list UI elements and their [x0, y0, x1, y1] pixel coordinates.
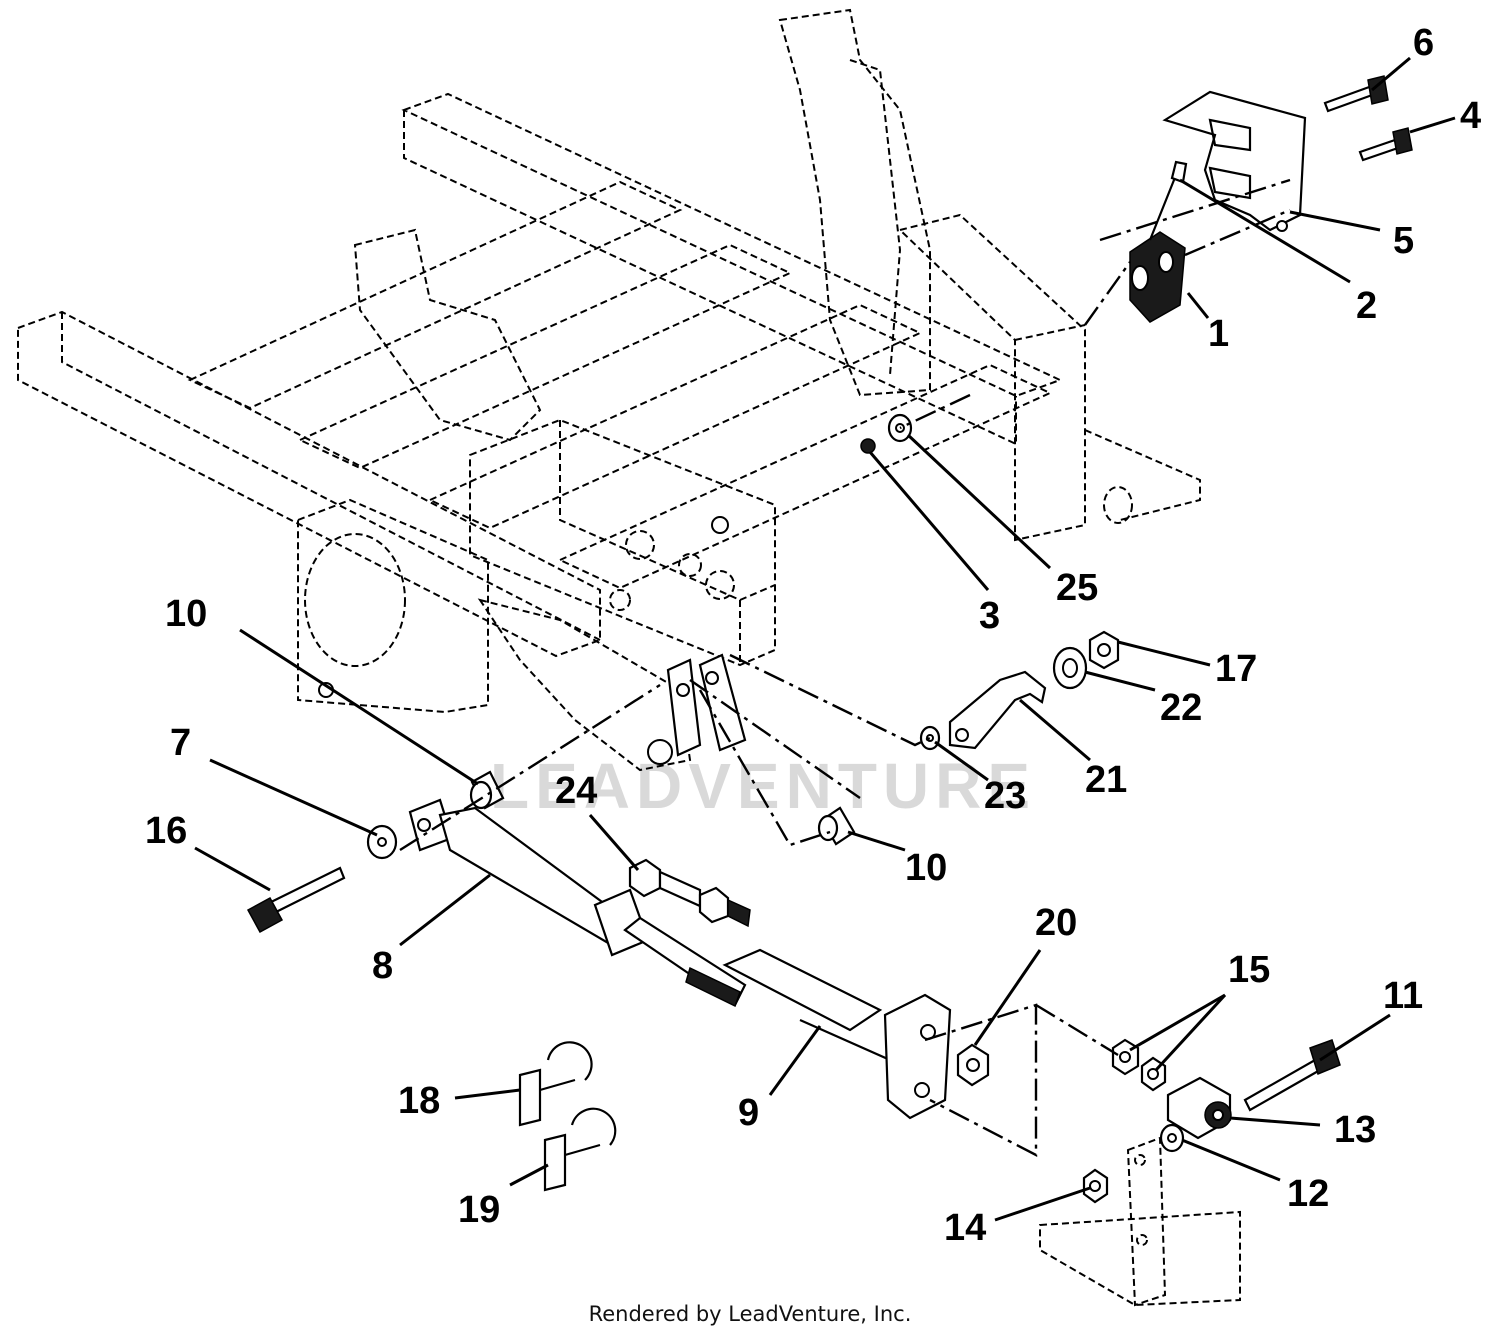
footer-credit: Rendered by LeadVenture, Inc. — [588, 1302, 912, 1326]
part-25-washer — [887, 413, 913, 443]
part-17-nut — [1088, 630, 1120, 670]
callout-12: 12 — [1287, 1173, 1329, 1215]
callout-14: 14 — [944, 1207, 986, 1249]
callout-22: 22 — [1160, 687, 1202, 729]
callout-24: 24 — [555, 770, 597, 812]
part-2-lever-handle — [1148, 160, 1188, 241]
part-3-nut — [860, 438, 876, 454]
callout-16: 16 — [145, 810, 187, 852]
part-19-grease-fitting — [543, 1107, 617, 1192]
callout-13: 13 — [1334, 1109, 1376, 1151]
part-23-washer — [919, 725, 941, 751]
part-1-control-valve — [1129, 231, 1186, 323]
callout-21: 21 — [1085, 759, 1127, 801]
callout-20: 20 — [1035, 902, 1077, 944]
callout-17: 17 — [1215, 648, 1257, 690]
mower-frame — [17, 8, 1201, 772]
lift-arm-bracket — [1039, 1136, 1241, 1307]
callout-5: 5 — [1393, 220, 1414, 262]
part-4-bolt — [1358, 127, 1413, 162]
callout-10-right: 10 — [905, 847, 947, 889]
callout-11: 11 — [1383, 975, 1423, 1017]
callout-9: 9 — [738, 1092, 759, 1134]
callout-numbers: 1 2 3 4 5 6 7 8 9 10 10 11 12 13 14 15 1… — [145, 22, 1481, 1249]
callout-leader-lines — [194, 56, 1456, 1222]
part-21-lever-arm — [948, 670, 1047, 750]
callout-4: 4 — [1460, 95, 1481, 137]
part-22-washer — [1052, 646, 1088, 690]
callout-23: 23 — [984, 775, 1026, 817]
callout-1: 1 — [1208, 313, 1229, 355]
part-7-washer — [366, 824, 398, 860]
part-6-bolt — [1323, 75, 1389, 113]
part-20-nut — [956, 1043, 990, 1087]
part-8-hydraulic-cylinder — [408, 798, 747, 1008]
callout-7: 7 — [170, 722, 191, 764]
cylinder-mount-tabs — [666, 653, 747, 757]
callout-25: 25 — [1056, 567, 1098, 609]
callout-19: 19 — [458, 1189, 500, 1231]
callout-10-left: 10 — [165, 593, 207, 635]
callout-2: 2 — [1356, 285, 1377, 327]
callout-6: 6 — [1413, 22, 1434, 64]
part-14-nut — [1082, 1168, 1109, 1204]
part-16-bolt — [246, 866, 346, 934]
watermark-text: LEADVENTURE — [490, 750, 1036, 822]
callout-15: 15 — [1228, 949, 1270, 991]
part-9-rod-and-plate — [722, 948, 952, 1120]
part-11-bolt — [1243, 1039, 1341, 1112]
part-10-spacer-right — [817, 806, 856, 846]
part-13-rod-end — [1166, 1076, 1232, 1140]
callout-3: 3 — [979, 595, 1000, 637]
part-18-grease-fitting — [518, 1041, 593, 1127]
part-15-nuts — [1111, 1038, 1167, 1092]
assembly-center-lines — [399, 178, 1291, 1157]
part-5-switch-bracket — [1162, 90, 1307, 232]
part-24-fitting — [628, 858, 751, 928]
callout-18: 18 — [398, 1080, 440, 1122]
callout-8: 8 — [372, 945, 393, 987]
part-12-washer — [1159, 1123, 1185, 1153]
